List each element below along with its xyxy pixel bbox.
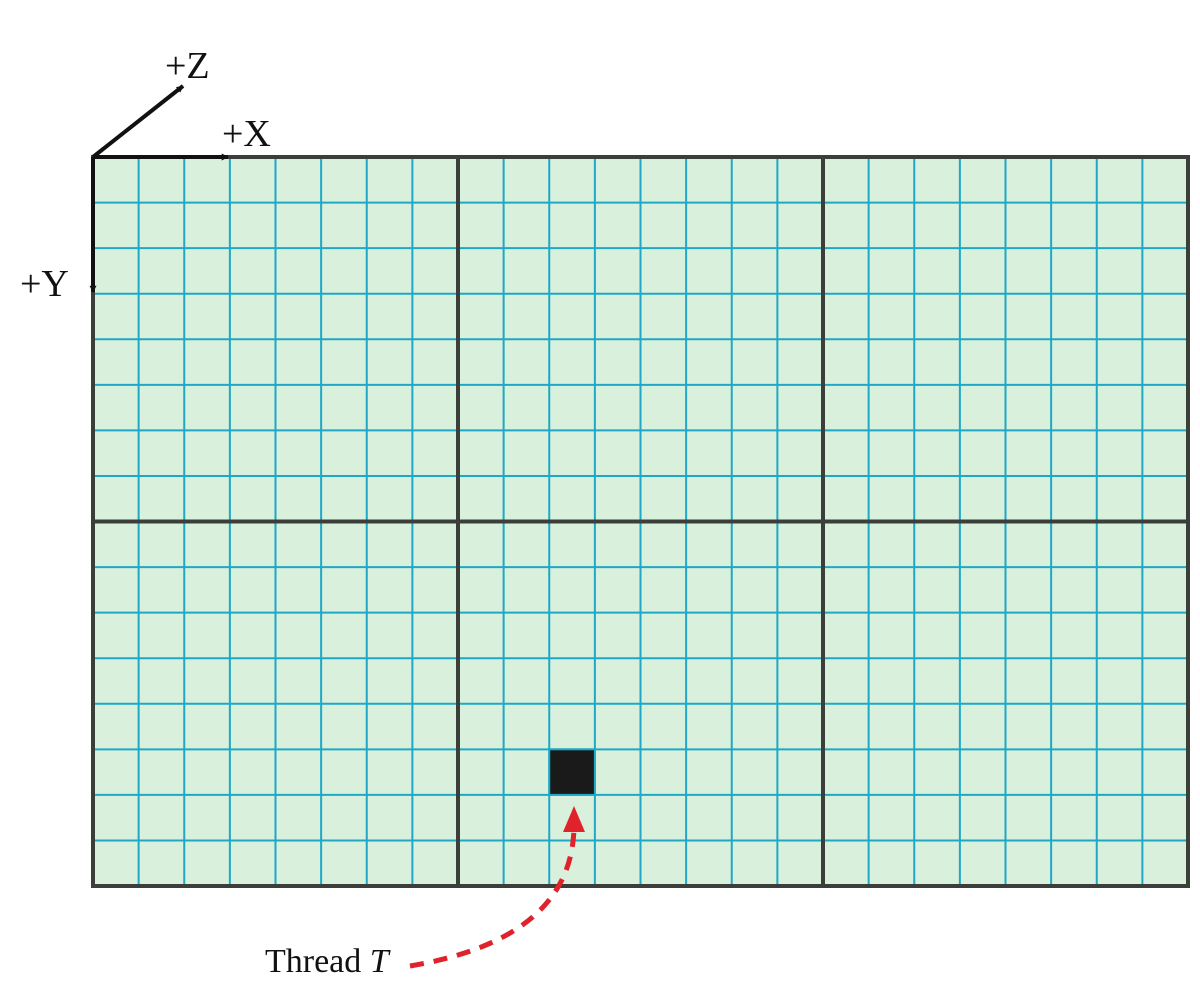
x-axis-label: +X: [222, 113, 271, 155]
thread-label-var: T: [370, 943, 391, 980]
grid-border: [91, 155, 1190, 888]
thread-pointer-arrowhead: [563, 806, 585, 832]
thread-label-prefix: Thread: [265, 943, 370, 980]
z-axis-label: +Z: [165, 45, 210, 87]
thread-pointer: Thread T: [265, 806, 585, 980]
axes: +X +Y +Z: [20, 45, 271, 305]
z-axis-arrow: [91, 84, 185, 159]
thread-grid: [91, 155, 1190, 888]
thread-pointer-curve: [409, 827, 577, 969]
block-boundaries: [93, 157, 1188, 886]
highlighted-thread-cell: [548, 748, 596, 796]
thread-label: Thread T: [265, 943, 391, 980]
y-axis-label: +Y: [20, 263, 69, 305]
